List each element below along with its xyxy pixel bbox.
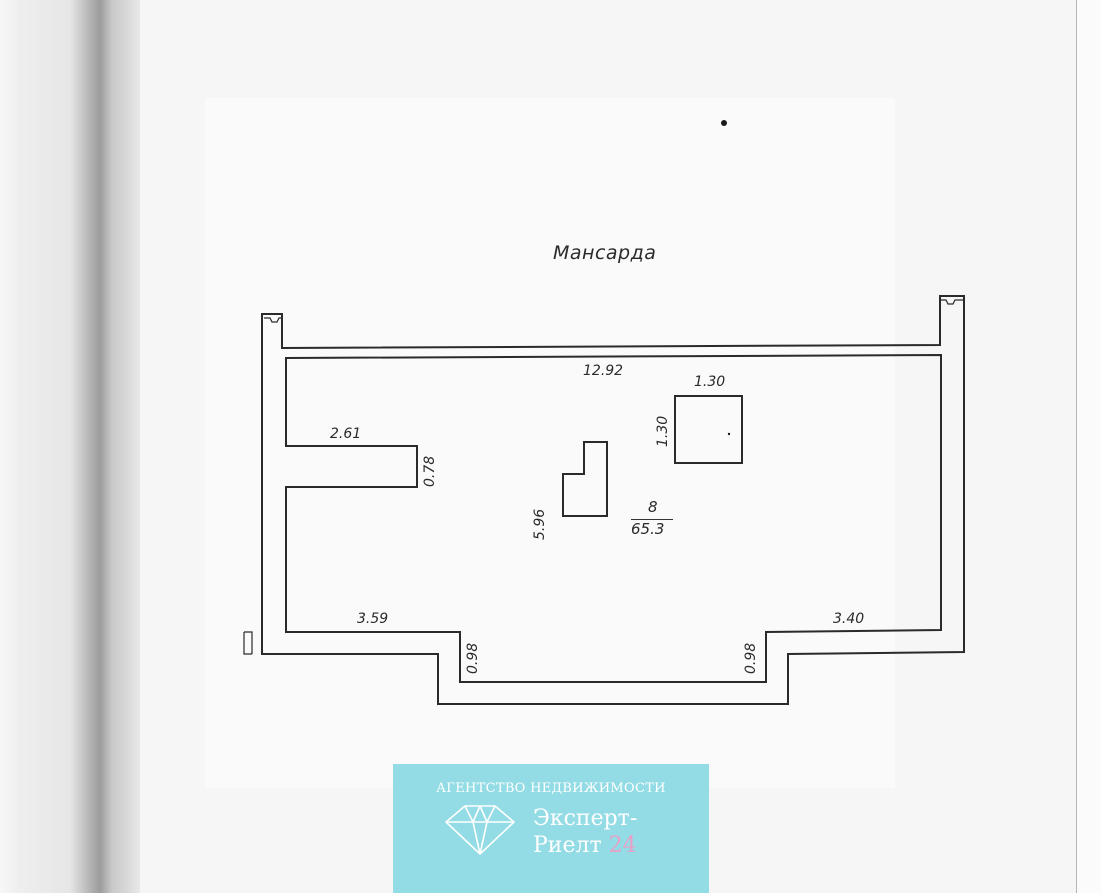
dimension-square-height: 1.30 (655, 415, 671, 447)
chimney-square (674, 395, 743, 464)
agency-name-line2: Риелт 24 (533, 833, 637, 858)
dimension-square-width: 1.30 (694, 374, 726, 390)
dimension-recess-left-depth: 0.98 (465, 642, 481, 674)
dimension-ledge-length: 2.61 (330, 426, 362, 442)
plan-title: Мансарда (553, 242, 657, 264)
diamond-icon (445, 805, 515, 855)
agency-name-line1: Эксперт- (533, 806, 638, 831)
dimension-bottom-right: 3.40 (833, 611, 865, 627)
dimension-ledge-depth: 0.78 (422, 455, 438, 487)
agency-name-number: 24 (608, 833, 637, 858)
page-right-edge (1076, 0, 1101, 893)
agency-watermark-logo: АГЕНТСТВО НЕДВИЖИМОСТИ Эксперт- Риелт 24 (393, 764, 709, 893)
scan-binding-edge (0, 0, 140, 893)
wall-end-mark-left-top (264, 317, 282, 323)
dimension-top-length: 12.92 (583, 363, 624, 379)
room-number: 8 (648, 498, 658, 516)
wall-end-mark-right-top (940, 299, 964, 305)
wall-end-mark-left-bottom (243, 631, 253, 655)
dimension-stair-length: 5.96 (532, 508, 548, 540)
scan-dot (721, 120, 727, 126)
dimension-bottom-left: 3.59 (357, 611, 389, 627)
outer-wall (261, 295, 965, 705)
agency-name-main: Риелт (533, 833, 602, 858)
inner-wall (285, 353, 942, 683)
agency-caption: АГЕНТСТВО НЕДВИЖИМОСТИ (436, 781, 666, 796)
room-label-divider (631, 519, 673, 520)
drawing-area (205, 98, 895, 788)
room-area: 65.3 (631, 520, 665, 538)
stair-outline (562, 441, 608, 517)
dimension-recess-right-depth: 0.98 (743, 642, 759, 674)
square-center-dot (727, 432, 731, 436)
